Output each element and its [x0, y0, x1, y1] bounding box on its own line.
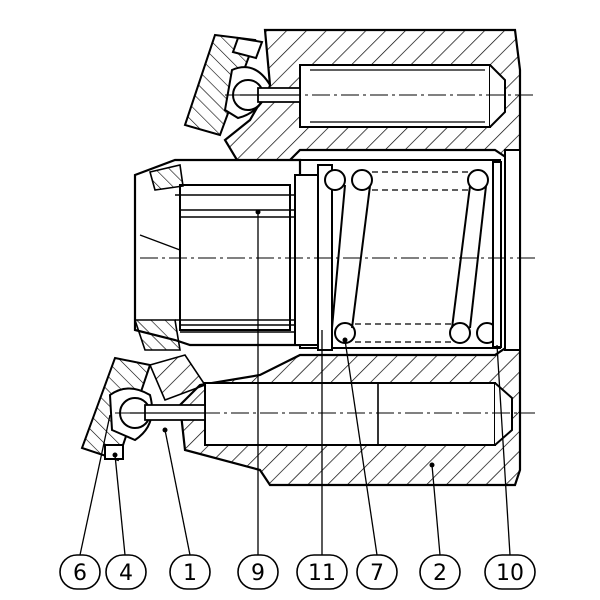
callout-labels: 6 4 1 9 11 7 2 10	[73, 561, 524, 586]
spring-coil	[324, 169, 346, 191]
callouts	[59, 554, 536, 590]
leader-dot	[255, 209, 261, 215]
leader-dot	[429, 462, 435, 468]
spring-coil	[449, 322, 471, 344]
upper-bore-tip	[489, 64, 506, 128]
callout-bubble-4	[105, 554, 147, 590]
central-bore	[133, 158, 333, 351]
callout-10: 10	[496, 561, 524, 586]
callout-11: 11	[308, 561, 336, 586]
spring-coil	[467, 169, 489, 191]
housing	[178, 28, 522, 487]
leader-dot	[112, 452, 118, 458]
leader-4	[114, 454, 126, 556]
leader-2	[431, 464, 441, 556]
spring-end-plate	[492, 161, 502, 348]
callout-bubble-7	[356, 554, 398, 590]
spring	[324, 161, 502, 348]
callout-6: 6	[73, 561, 87, 586]
housing-body	[178, 28, 522, 487]
leader-10	[496, 344, 511, 556]
leader-lines	[79, 212, 511, 556]
leader-dot	[342, 337, 348, 343]
callout-7: 7	[370, 561, 384, 586]
center-lines	[115, 94, 535, 414]
callout-9: 9	[251, 561, 265, 586]
callout-bubble-2	[419, 554, 461, 590]
lower-bore-tip	[494, 382, 513, 446]
upper-piston-bore	[299, 64, 491, 128]
spring-wire	[469, 185, 487, 329]
callout-bubble-11	[296, 554, 348, 590]
callout-1: 1	[183, 561, 197, 586]
leader-extra	[139, 234, 181, 251]
front-hatch-lower	[133, 319, 181, 351]
spring-wire	[351, 185, 371, 329]
upper-piston-assembly	[183, 33, 301, 137]
callout-2: 2	[433, 561, 447, 586]
leader-6	[79, 414, 111, 556]
upper-retainer	[231, 36, 264, 60]
end-plate	[504, 149, 521, 351]
leader-dot	[162, 427, 168, 433]
leader-7	[344, 339, 378, 556]
lower-piston-bore	[204, 382, 496, 446]
retainer-ring	[294, 174, 321, 346]
spring-wire	[451, 185, 471, 329]
spring-coil	[351, 169, 373, 191]
cylinder-block-link	[148, 354, 207, 402]
spring-wire	[331, 184, 346, 329]
callout-bubble-1	[169, 554, 211, 590]
callout-bubble-9	[237, 554, 279, 590]
callout-bubble-6	[59, 554, 101, 590]
callout-4: 4	[119, 561, 133, 586]
lower-retainer	[104, 444, 124, 460]
leader-dots	[112, 209, 435, 468]
front-hatch-upper	[149, 164, 184, 191]
callout-bubble-10	[484, 554, 536, 590]
leader-1	[164, 429, 191, 556]
